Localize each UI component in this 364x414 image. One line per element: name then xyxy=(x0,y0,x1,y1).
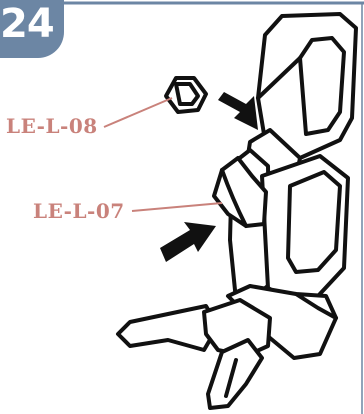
step-badge: 24 xyxy=(0,0,64,58)
part-le-l-07 xyxy=(212,156,268,228)
finger-lower xyxy=(206,338,264,410)
finger-lower-line xyxy=(224,358,238,398)
step-number: 24 xyxy=(0,1,55,47)
leader-line-le-l-07 xyxy=(131,202,223,212)
forearm-panel xyxy=(286,170,342,274)
shoulder-edge xyxy=(256,56,302,100)
part-le-l-07-curve xyxy=(220,168,248,228)
part-label-le-l-07: LE-L-07 xyxy=(33,199,125,223)
part-label-le-l-08: LE-L-08 xyxy=(6,114,98,138)
part-le-l-08-inner xyxy=(174,82,200,106)
arrow-icon xyxy=(218,92,258,130)
shoulder-panel xyxy=(298,36,346,136)
leader-line-le-l-08 xyxy=(103,97,173,128)
hand-edge xyxy=(294,292,338,320)
arrow-icon xyxy=(160,222,216,262)
